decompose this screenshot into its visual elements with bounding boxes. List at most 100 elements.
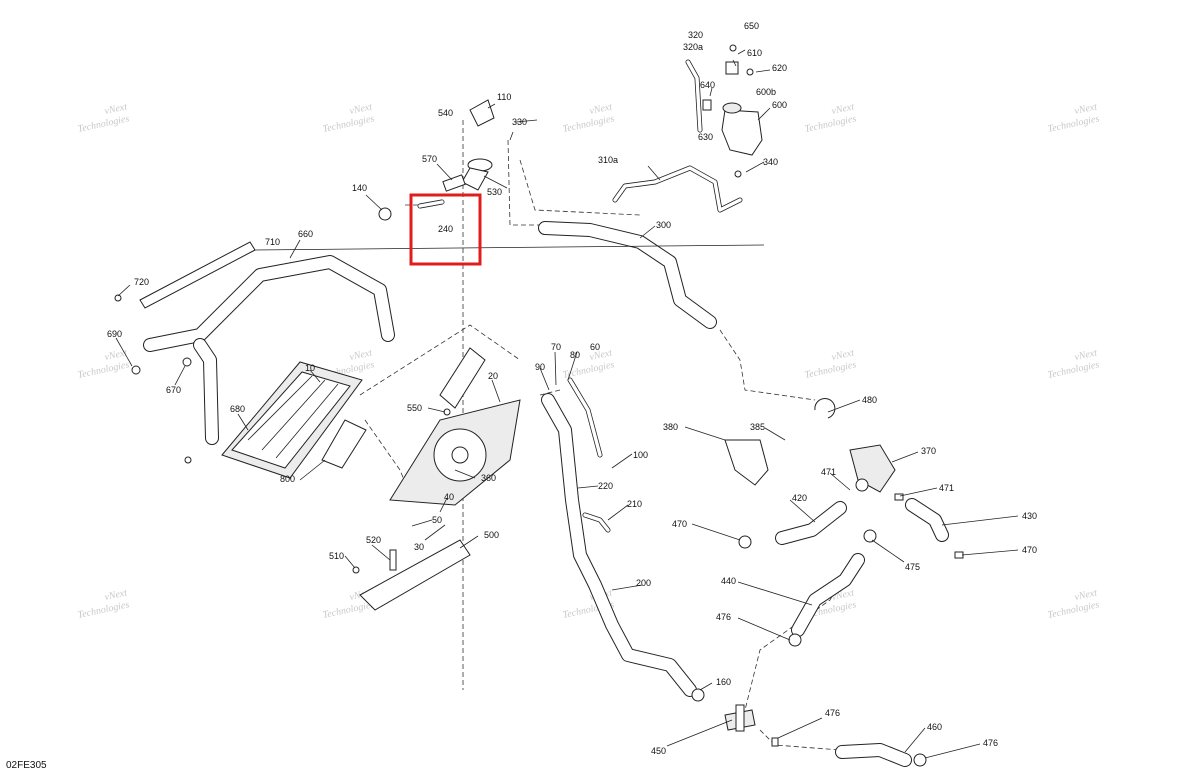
label-540: 540 [438, 108, 453, 118]
label-420: 420 [792, 493, 807, 503]
watermark-line1: vNext [589, 347, 614, 363]
watermark-line2: Technologies [1047, 113, 1101, 135]
label-630: 630 [698, 132, 713, 142]
label-300: 300 [656, 220, 671, 230]
watermark: vNext Technologies [562, 101, 616, 135]
routing-line [364, 419, 411, 496]
label-20: 20 [488, 371, 498, 381]
label-140: 140 [352, 183, 367, 193]
watermark-line1: vNext [831, 347, 856, 363]
leader-lines [115, 49, 1019, 759]
label-110: 110 [497, 92, 511, 102]
reservoir-cap [469, 99, 495, 127]
upper-hose [538, 221, 717, 329]
highlight-box-240 [409, 193, 482, 266]
watermark-line1: vNext [1074, 587, 1099, 603]
label-520: 520 [366, 535, 381, 545]
watermark-line1: vNext [104, 101, 129, 117]
label-600b: 600b [756, 87, 776, 97]
watermark: vNext Technologies [1047, 587, 1101, 621]
routing-line [759, 729, 841, 751]
label-210: 210 [627, 499, 642, 509]
label-530: 530 [487, 187, 502, 197]
coolant-reservoir [702, 44, 763, 178]
routing-line [507, 139, 540, 226]
label-10: 10 [305, 363, 315, 373]
part-labels: 110 540 330 570 530 140 240 320 320a 650… [107, 21, 1037, 756]
label-650: 650 [744, 21, 759, 31]
label-220: 220 [598, 481, 613, 491]
label-471a: 471 [821, 467, 836, 477]
watermark: vNext Technologies [804, 347, 858, 381]
label-30: 30 [414, 542, 424, 552]
clamp-140 [378, 207, 392, 221]
label-100: 100 [633, 450, 648, 460]
diagram-code: 02FE305 [6, 760, 47, 771]
label-360: 360 [481, 473, 496, 483]
label-50: 50 [432, 515, 442, 525]
shroud-panel [439, 347, 486, 409]
hose-430 [905, 498, 949, 542]
clamp-480 [814, 398, 836, 419]
watermark-layer: vNext Technologies vNext Technologies vN… [77, 101, 1101, 621]
label-610: 610 [747, 48, 762, 58]
watermark: vNext Technologies [322, 101, 376, 135]
label-476c: 476 [983, 738, 998, 748]
label-640: 640 [700, 80, 715, 90]
label-720: 720 [134, 277, 149, 287]
label-80: 80 [570, 350, 580, 360]
watermark: vNext Technologies [77, 587, 131, 621]
fan-assembly [389, 399, 521, 506]
watermark-line1: vNext [349, 347, 374, 363]
label-385: 385 [750, 422, 765, 432]
label-450: 450 [651, 746, 666, 756]
vent-tube [685, 59, 703, 133]
label-710: 710 [265, 237, 280, 247]
label-90: 90 [535, 362, 545, 372]
label-690: 690 [107, 329, 122, 339]
watermark: vNext Technologies [77, 101, 131, 135]
watermark-line2: Technologies [804, 359, 858, 381]
bolts [114, 294, 192, 464]
label-160: 160 [716, 677, 731, 687]
label-620: 620 [772, 63, 787, 73]
label-660: 660 [298, 229, 313, 239]
label-70: 70 [551, 342, 561, 352]
label-500: 500 [484, 530, 499, 540]
label-380: 380 [663, 422, 678, 432]
label-320a: 320a [683, 42, 703, 52]
watermark-line2: Technologies [77, 599, 131, 621]
watermark: vNext Technologies [1047, 101, 1101, 135]
label-470b: 470 [1022, 545, 1037, 555]
routing-line [359, 324, 521, 396]
hose-240 [417, 199, 445, 209]
watermark: vNext Technologies [804, 101, 858, 135]
routing-line [519, 159, 641, 216]
filler-neck [442, 158, 493, 192]
watermark-line1: vNext [831, 101, 856, 117]
watermark: vNext Technologies [77, 347, 131, 381]
watermark-line1: vNext [589, 101, 614, 117]
watermark-line2: Technologies [77, 113, 131, 135]
bracket-380 [724, 439, 769, 486]
watermark-line1: vNext [1074, 347, 1099, 363]
radiator [221, 361, 363, 479]
label-800: 800 [280, 474, 295, 484]
label-510: 510 [329, 551, 344, 561]
watermark-line1: vNext [349, 101, 374, 117]
label-600: 600 [772, 100, 787, 110]
label-440: 440 [721, 576, 736, 586]
label-60: 60 [590, 342, 600, 352]
watermark-line1: vNext [1074, 101, 1099, 117]
routing-line [539, 389, 561, 396]
watermark-line1: vNext [104, 347, 129, 363]
hose-210 [582, 512, 611, 533]
t-fitting [724, 704, 756, 732]
watermark-line2: Technologies [562, 113, 616, 135]
label-40: 40 [444, 492, 454, 502]
label-340: 340 [763, 157, 778, 167]
label-475: 475 [905, 562, 920, 572]
label-471b: 471 [939, 483, 954, 493]
watermark-line2: Technologies [804, 113, 858, 135]
